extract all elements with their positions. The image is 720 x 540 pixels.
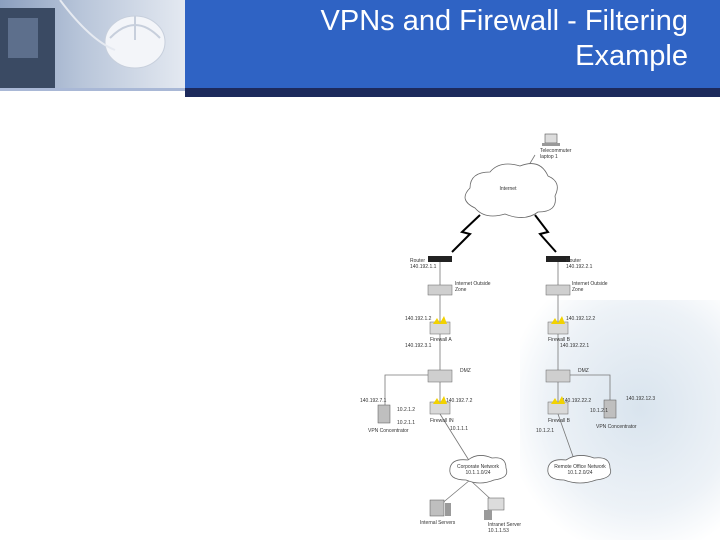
ip-a2-label: 140.192.3.1: [405, 343, 432, 349]
ip-b3-label: 140.192.22.2: [562, 398, 591, 404]
wan-link-left-icon: [451, 214, 481, 253]
switch-a-icon: [427, 284, 453, 296]
server-host-a-icon: [429, 499, 451, 517]
laptop-icon: [542, 133, 560, 146]
ip-b4-label: 140.192.12.3: [626, 396, 655, 402]
vpn-b-label: VPN Concentrator: [596, 424, 637, 430]
ip-b6-label: 10.1.2.1: [536, 428, 554, 434]
router-a-label: Router: [410, 258, 425, 264]
firewall-a-label: Firewall A: [430, 337, 452, 343]
vpn-concentrator-a-icon: [377, 404, 391, 424]
internet-cloud: Internet: [464, 163, 558, 218]
dmz-a-switch-icon: [427, 369, 453, 383]
firewall-b-inner-label: Firewall B: [548, 418, 571, 424]
host-a-label: Internal Servers: [420, 520, 456, 526]
title-underline-light: [0, 88, 185, 91]
ip-b1-label: 140.192.12.2: [566, 316, 595, 322]
firewall-b-inner-icon: [547, 396, 569, 415]
header-photo: [0, 0, 185, 88]
switch-b-icon: [545, 284, 571, 296]
background-person-photo: [520, 300, 720, 540]
title-underline: [185, 88, 720, 97]
computer-mouse-illustration: [0, 0, 166, 88]
vpn-a-label: VPN Concentrator: [368, 428, 409, 434]
router-b-ip: 140.192.2.1: [566, 264, 593, 270]
ip-a5-label: 10.2.1.2: [397, 407, 415, 413]
firewall-a-inner-label: Firewall IN: [430, 418, 454, 424]
dmz-b-label: DMZ: [578, 368, 589, 374]
router-b-label: Router: [566, 258, 581, 264]
dmz-b-switch-icon: [545, 369, 571, 383]
title-line-2: Example: [575, 40, 688, 72]
slide-title: VPNs and Firewall - Filtering Example: [168, 4, 688, 74]
ip-a6-label: 10.2.1.1: [397, 420, 415, 426]
connection-lines: [384, 154, 611, 506]
router-a-icon: [428, 256, 452, 262]
firewall-b-label: Firewall B: [548, 337, 571, 343]
router-b-icon: [546, 256, 570, 262]
internet-label: Internet: [500, 186, 518, 192]
wan-link-right-icon: [534, 214, 557, 253]
ip-b5-label: 10.1.2.1: [590, 408, 608, 414]
ip-a4-label: 140.192.7.2: [446, 398, 473, 404]
ip-a1-label: 140.192.1.2: [405, 316, 432, 322]
ip-b2-label: 140.192.22.1: [560, 343, 589, 349]
firewall-a-icon: [429, 316, 451, 335]
ip-a7-label: 10.1.1.1: [450, 426, 468, 432]
firewall-a-inner-icon: [429, 396, 451, 415]
firewall-b-icon: [547, 316, 569, 335]
router-a-ip: 140.192.1.1: [410, 264, 437, 270]
dmz-a-label: DMZ: [460, 368, 471, 374]
server-host-b-icon: [484, 497, 505, 520]
vpn-concentrator-b-icon: [603, 399, 617, 419]
ip-a3-label: 140.192.7.1: [360, 398, 387, 404]
title-line-1: VPNs and Firewall - Filtering: [320, 5, 688, 37]
title-banner: VPNs and Firewall - Filtering Example: [0, 0, 720, 88]
